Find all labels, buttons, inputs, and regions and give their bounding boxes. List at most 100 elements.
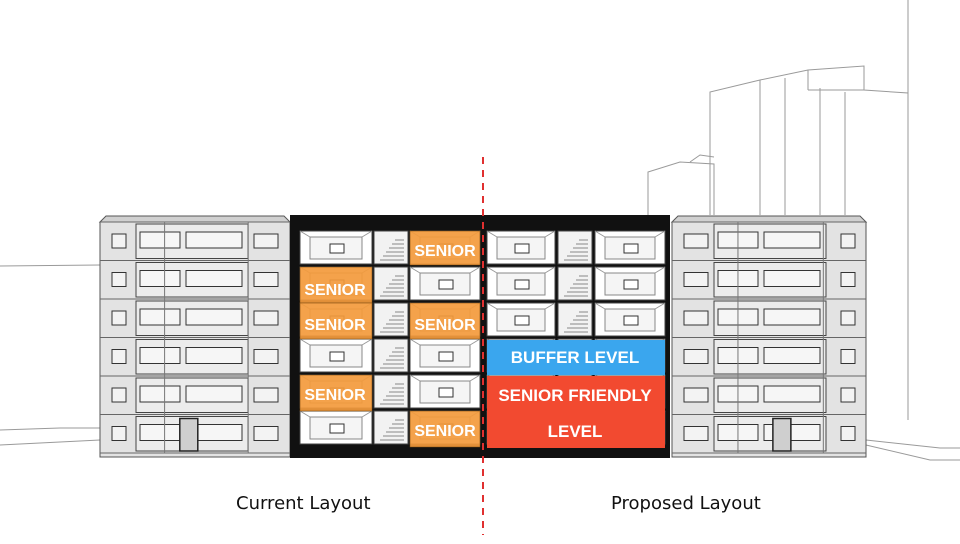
perspective-line [594,230,606,238]
perspective-line [654,302,666,310]
perspective-line [361,338,373,346]
window [253,310,279,326]
window [763,385,821,403]
perspective-line [594,266,606,274]
unit-window [514,315,530,326]
window [139,308,181,326]
unit-window [438,279,454,290]
senior-friendly-level-label: LEVEL [548,422,603,441]
window [683,426,709,441]
unit-window [329,351,345,362]
perspective-line [409,266,421,274]
window [253,272,279,287]
senior-label-left-1: SENIOR [304,282,366,299]
unit-window [329,423,345,434]
window [683,272,709,287]
senior-friendly-label: SENIOR FRIENDLY [498,386,652,405]
senior-friendly-level-band [487,376,665,448]
senior-label-mid-2: SENIOR [414,317,476,334]
perspective-line [409,338,421,346]
perspective-line [486,302,498,310]
unit-window [514,279,530,290]
senior-label-mid-1: SENIOR [414,243,476,260]
window [185,347,243,364]
unit-window [623,279,639,290]
senior-label-mid-3: SENIOR [414,423,476,440]
window [139,424,181,441]
buffer-level-band [487,340,665,375]
perspective-line [486,230,498,238]
perspective-line [486,266,498,274]
perspective-line [361,230,373,238]
program-labels: SENIOR SENIOR SENIOR SENIOR SENIOR SENIO… [304,243,652,441]
perspective-line [299,410,311,418]
window [139,385,181,403]
entrance-door [772,417,792,452]
perspective-line [469,374,481,382]
window [763,231,821,249]
facade-roof [98,215,292,223]
window [111,387,127,403]
window [139,231,181,249]
window [185,231,243,249]
senior-unit-left-floor3 [299,302,373,340]
window [185,308,243,326]
perspective-line [361,410,373,418]
window [253,233,279,249]
entrance-door [179,417,199,452]
perspective-line [654,266,666,274]
window [840,387,856,403]
window [253,426,279,441]
window [111,349,127,364]
window [253,387,279,403]
window [139,270,181,287]
window [111,233,127,249]
unit-window [514,243,530,254]
background-buildings [0,0,960,461]
unit-window [438,351,454,362]
proposed-layout-caption: Proposed Layout [611,493,761,514]
perspective-line [654,230,666,238]
perspective-line [544,230,556,238]
senior-unit-mid-floor6 [409,410,481,448]
window [111,310,127,326]
perspective-line [469,266,481,274]
window [683,310,709,326]
window [683,349,709,364]
window [840,272,856,287]
window [253,349,279,364]
window [683,387,709,403]
senior-unit-mid-floor3 [409,302,481,340]
right-facade-wing [670,215,868,458]
program-highlights [299,230,665,448]
buffer-level-label: BUFFER LEVEL [511,348,639,367]
perspective-line [299,338,311,346]
senior-unit-mid-floor1 [409,230,481,266]
perspective-line [299,230,311,238]
window [111,272,127,287]
facade-roof [670,215,868,223]
perspective-line [544,266,556,274]
window [763,347,821,364]
perspective-line [469,338,481,346]
perspective-line [594,302,606,310]
window [111,426,127,441]
window [840,349,856,364]
senior-label-left-2: SENIOR [304,317,366,334]
senior-unit-left-floor2 [299,266,373,304]
unit-window [329,243,345,254]
perspective-line [544,302,556,310]
senior-label-left-3: SENIOR [304,387,366,404]
unit-window [623,243,639,254]
window [683,233,709,249]
unit-window [438,387,454,398]
window [185,385,243,403]
window [763,308,821,326]
senior-unit-left-floor5 [299,374,373,412]
window [840,426,856,441]
window [763,270,821,287]
left-facade-wing [98,215,292,458]
unit-window [623,315,639,326]
